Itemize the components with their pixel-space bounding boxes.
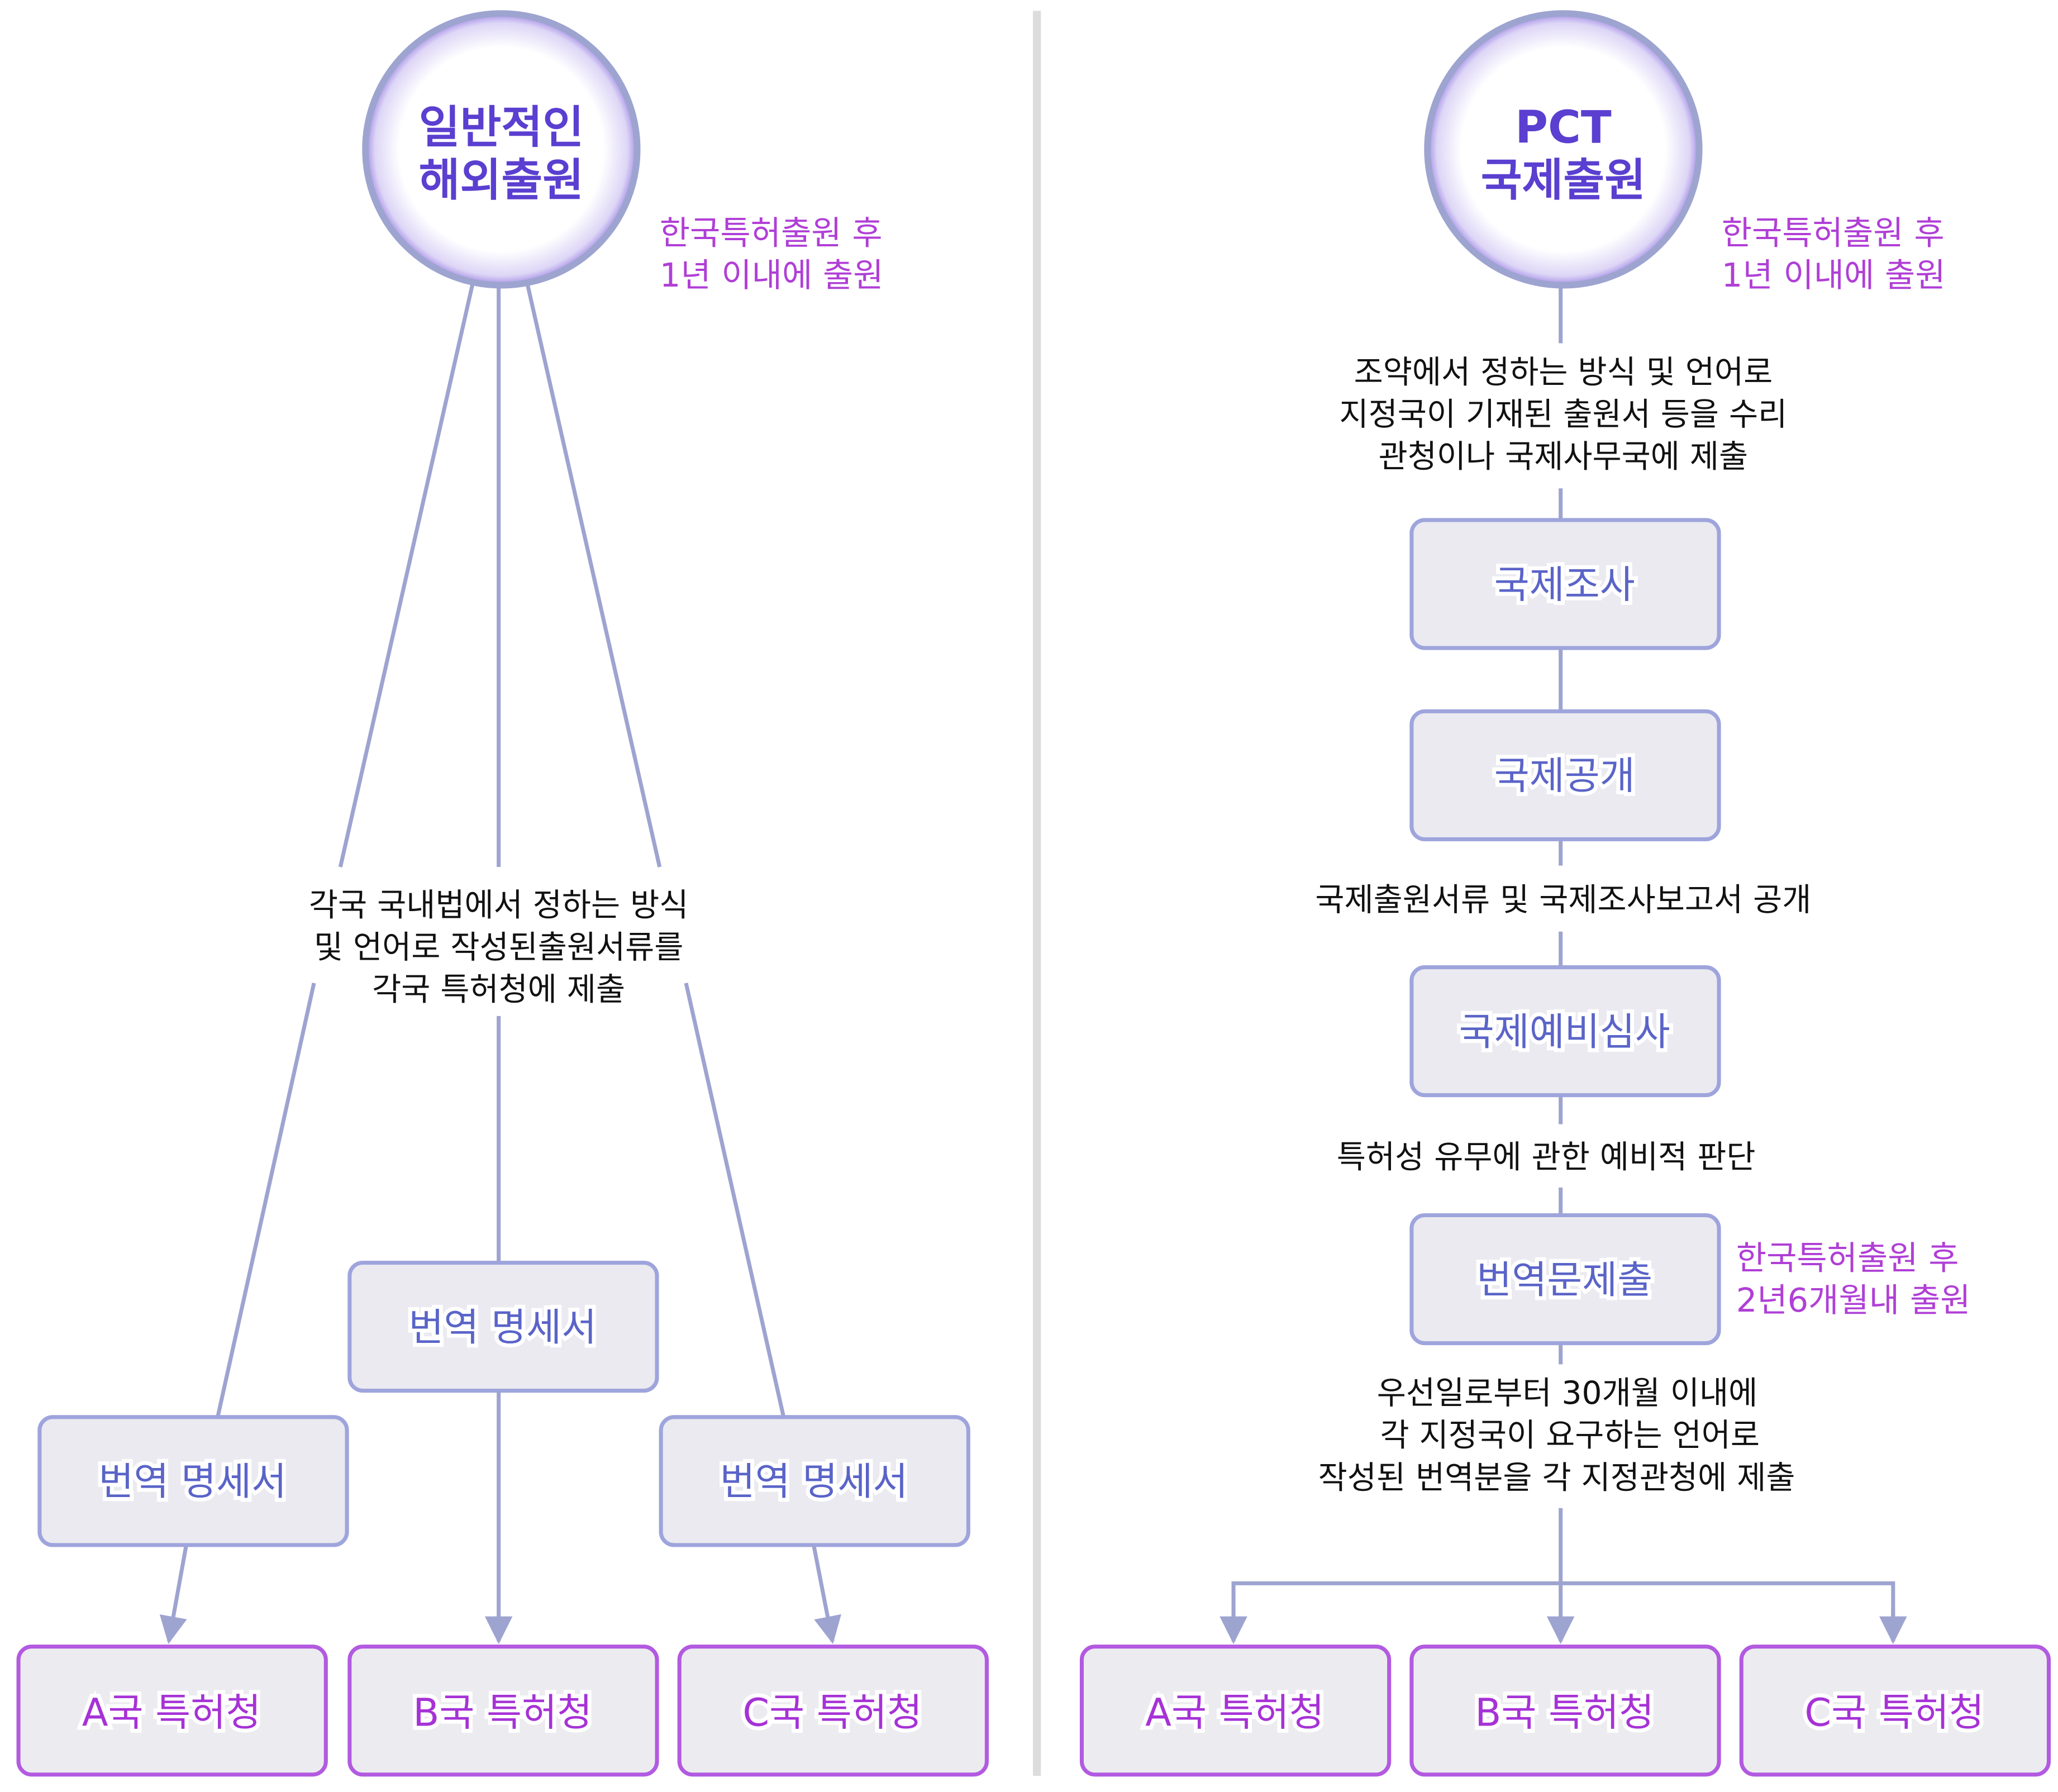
office-label-a: A국 특허청	[82, 1690, 261, 1735]
step1-label: 국제조사	[1494, 563, 1635, 607]
step3-label: 국제예비심사	[1459, 1010, 1670, 1055]
right-desc4-line1: 우선일로부터 30개월 이내에	[1377, 1375, 1757, 1412]
right-note2-line1: 한국특허출원 후	[1736, 1238, 1959, 1277]
translation-label-b: 번역 명세서	[408, 1305, 597, 1350]
section-divider	[1033, 11, 1041, 1776]
pct-office-label-b: B국 특허청	[1475, 1690, 1654, 1735]
left-desc-line3: 각국 특허청에 제출	[372, 971, 625, 1008]
step4-label: 번역문제출	[1476, 1258, 1652, 1303]
right-desc4-line2: 각 지정국이 요구하는 언어로	[1380, 1417, 1760, 1454]
left-title-line1: 일반적인	[419, 101, 584, 154]
right-title-line1: PCT	[1515, 101, 1612, 154]
right-desc3: 특허성 유무에 관한 예비적 판단	[1337, 1138, 1756, 1175]
translation-label-c: 번역 명세서	[720, 1460, 908, 1504]
right-desc1-line1: 조약에서 정하는 방식 및 언어로	[1354, 354, 1773, 390]
left-note-line2: 1년 이내에 출원	[660, 256, 884, 294]
connector	[686, 983, 784, 1417]
left-desc-line2: 및 언어로 작성된출원서류를	[314, 929, 684, 966]
connector	[218, 983, 314, 1417]
right-desc4-line3: 작성된 번역분을 각 지정관청에 제출	[1318, 1459, 1795, 1496]
arrow	[169, 1546, 186, 1641]
right-pct-filing: PCT 국제출원 한국특허출원 후 1년 이내에 출원 조약에서 정하는 방식 …	[1082, 13, 2049, 1775]
right-note2-line2: 2년6개월내 출원	[1736, 1281, 1971, 1319]
office-label-b: B국 특허청	[413, 1690, 592, 1735]
right-note-line2: 1년 이내에 출원	[1722, 256, 1946, 294]
pct-office-label-a: A국 특허청	[1145, 1690, 1325, 1735]
right-note-line1: 한국특허출원 후	[1722, 213, 1945, 252]
right-desc2: 국제출원서류 및 국제조사보고서 공개	[1315, 881, 1811, 918]
right-desc1-line3: 관청이나 국제사무국에 제출	[1379, 439, 1749, 475]
left-general-filing: 일반적인 해외출원 한국특허출원 후 1년 이내에 출원 각국 국내법에서 정하…	[18, 13, 987, 1775]
right-title-line2: 국제출원	[1481, 154, 1646, 206]
left-note-line1: 한국특허출원 후	[660, 213, 883, 252]
arrow	[814, 1546, 832, 1641]
connector	[528, 285, 660, 867]
right-desc1-line2: 지정국이 기재된 출원서 등을 수리	[1340, 396, 1788, 433]
connector	[340, 285, 472, 867]
translation-label-a: 번역 명세서	[98, 1460, 287, 1504]
left-desc-line1: 각국 국내법에서 정하는 방식	[309, 887, 689, 923]
step2-label: 국제공개	[1494, 754, 1635, 799]
pct-office-label-c: C국 특허청	[1804, 1690, 1984, 1735]
left-title-line2: 해외출원	[419, 154, 584, 206]
branch-connector	[1233, 1583, 1893, 1641]
office-label-c: C국 특허청	[742, 1690, 922, 1735]
